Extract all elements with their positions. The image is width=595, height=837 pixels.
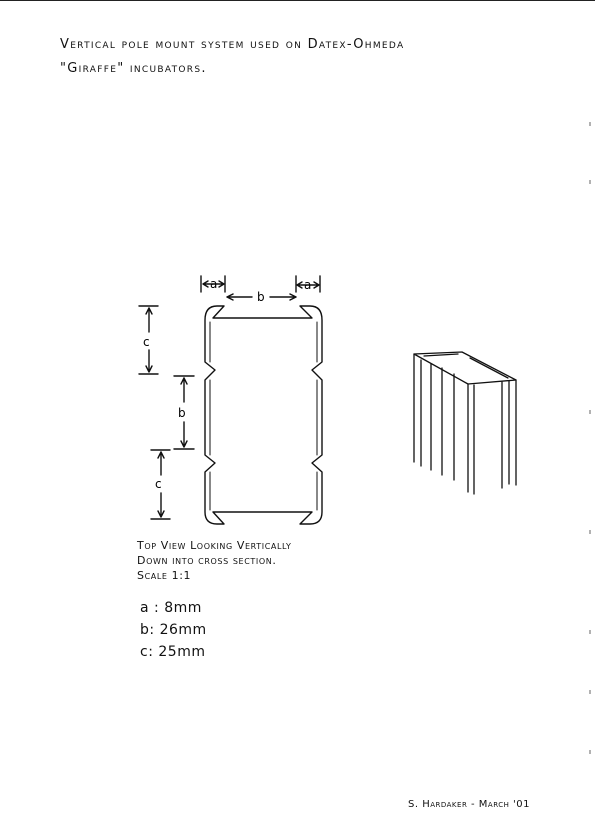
- caption-line-3: Scale 1:1: [137, 569, 192, 582]
- label-c-bottom: c: [155, 477, 162, 491]
- cross-section-inner-wall: [209, 321, 318, 511]
- dimension-a-right: [295, 275, 321, 293]
- legend-item: a : 8mm: [140, 600, 202, 616]
- caption-line-2: Down into cross section.: [137, 554, 277, 567]
- label-a-left: a: [210, 277, 217, 291]
- label-b-horizontal: b: [257, 290, 265, 304]
- dimension-a-left: [200, 275, 226, 293]
- page-top-rule: [0, 0, 595, 1]
- author-signature: S. Hardaker - March '01: [408, 799, 531, 810]
- dimension-b-horizontal: [226, 293, 297, 301]
- diagram-caption: Top View Looking Vertically Down into cr…: [137, 538, 292, 583]
- caption-line-1: Top View Looking Vertically: [137, 539, 292, 552]
- title-line-1: Vertical pole mount system used on Datex…: [60, 37, 405, 52]
- dimension-c-top: [138, 305, 159, 375]
- dimension-b-vertical: [173, 375, 195, 450]
- scan-edge-marks: [589, 122, 591, 754]
- page-title: Vertical pole mount system used on Datex…: [60, 33, 560, 81]
- dimension-c-bottom: [150, 449, 171, 520]
- title-line-2: "Giraffe" incubators.: [60, 61, 207, 76]
- isometric-pole-view: [413, 351, 517, 495]
- legend-item: c: 25mm: [140, 644, 206, 660]
- legend-item: b: 26mm: [140, 622, 207, 638]
- cross-section-outline: [204, 305, 323, 525]
- dimension-legend: a : 8mm b: 26mm c: 25mm: [140, 597, 207, 663]
- label-c-top: c: [143, 335, 150, 349]
- label-a-right: a: [304, 278, 311, 292]
- label-b-vertical: b: [178, 406, 186, 420]
